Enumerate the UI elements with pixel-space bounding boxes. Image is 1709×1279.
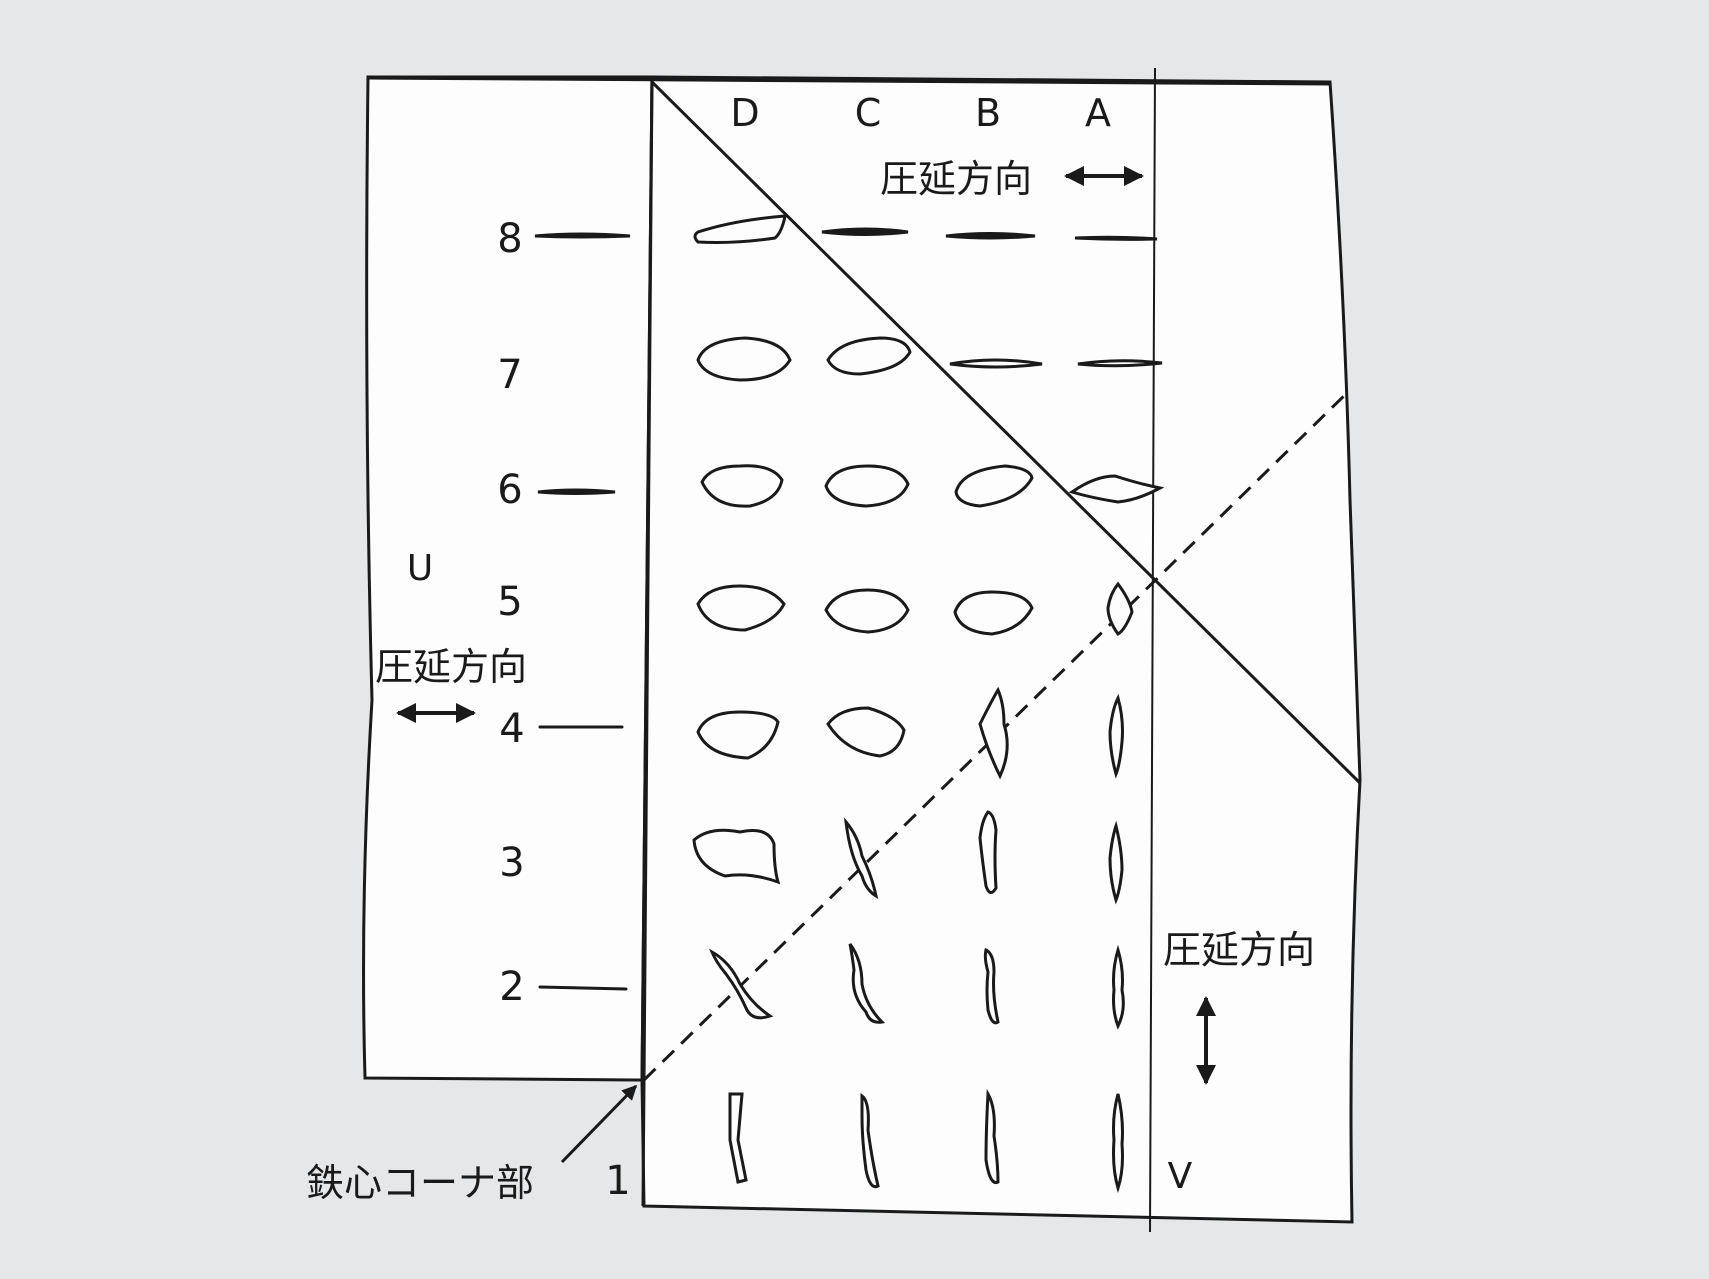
core-corner-label: 鉄心コーナ部: [306, 1161, 534, 1205]
column-label-d: D: [730, 91, 759, 135]
row-label-6: 6: [497, 467, 522, 513]
domain-d2: [709, 948, 774, 1020]
row-label-4: 4: [499, 706, 524, 752]
solid-diagonal-line: [650, 80, 1362, 785]
rolling-direction-label-top: 圧延方向: [880, 157, 1032, 201]
v-sheet: [640, 75, 1362, 1224]
domain-b5: [953, 590, 1034, 636]
row-label-1: 1: [605, 1158, 630, 1204]
domain-a7: [1077, 359, 1163, 368]
domain-c5: [824, 588, 910, 634]
column-label-c: C: [855, 91, 882, 135]
column-label-b: B: [975, 91, 1001, 135]
domain-a3: [1108, 820, 1124, 905]
column-label-a: A: [1085, 91, 1111, 135]
top-edge-line: [367, 76, 1331, 86]
domain-d8: [693, 214, 787, 244]
row-label-2: 2: [499, 964, 524, 1010]
v-region-label: V: [1168, 1156, 1193, 1197]
u-sheet-domain-row-2: [538, 985, 628, 991]
domain-b6: [954, 464, 1034, 508]
domain-b2: [983, 947, 1000, 1025]
domain-a1: [1112, 1093, 1124, 1193]
u-sheet: [362, 75, 654, 1082]
u-region-label: U: [407, 548, 433, 589]
row-label-5: 5: [497, 579, 522, 625]
domain-a8: [1074, 235, 1158, 241]
row-label-7: 7: [497, 352, 522, 398]
row-label-3: 3: [499, 840, 524, 886]
domain-d3: [692, 828, 781, 885]
v-sheet-left-edge: [641, 76, 654, 1207]
domain-d4: [696, 710, 780, 760]
column-a-reference-line: [1149, 67, 1156, 1233]
rolling-direction-label-left: 圧延方向: [375, 645, 527, 689]
row-label-8: 8: [497, 216, 522, 262]
dashed-diagonal-line: [642, 388, 1352, 1082]
domain-d1: [728, 1092, 748, 1184]
domain-c7: [826, 336, 912, 376]
domain-b1: [984, 1088, 1000, 1184]
core-corner-pointer: [560, 1084, 638, 1164]
domain-c2: [848, 943, 886, 1024]
domain-a5: [1106, 581, 1134, 636]
domain-a6: [1068, 474, 1165, 504]
u-sheet-domain-row-6: [537, 488, 616, 495]
rolling-direction-label-right: 圧延方向: [1163, 928, 1315, 972]
u-sheet-domain-row-8: [534, 232, 631, 239]
domain-b4: [978, 686, 1009, 780]
domain-b3: [978, 810, 998, 894]
domain-c4: [826, 706, 906, 758]
domain-c8: [821, 227, 909, 236]
domain-d6: [700, 464, 784, 508]
domain-a2: [1112, 944, 1125, 1030]
domain-c6: [824, 464, 910, 508]
domain-a4: [1108, 693, 1124, 779]
domain-b8: [945, 232, 1036, 240]
domain-d7: [696, 336, 792, 382]
domain-d5: [696, 584, 786, 632]
domain-b7: [949, 358, 1043, 369]
domain-c3: [843, 817, 879, 900]
domain-c1: [860, 1092, 880, 1189]
